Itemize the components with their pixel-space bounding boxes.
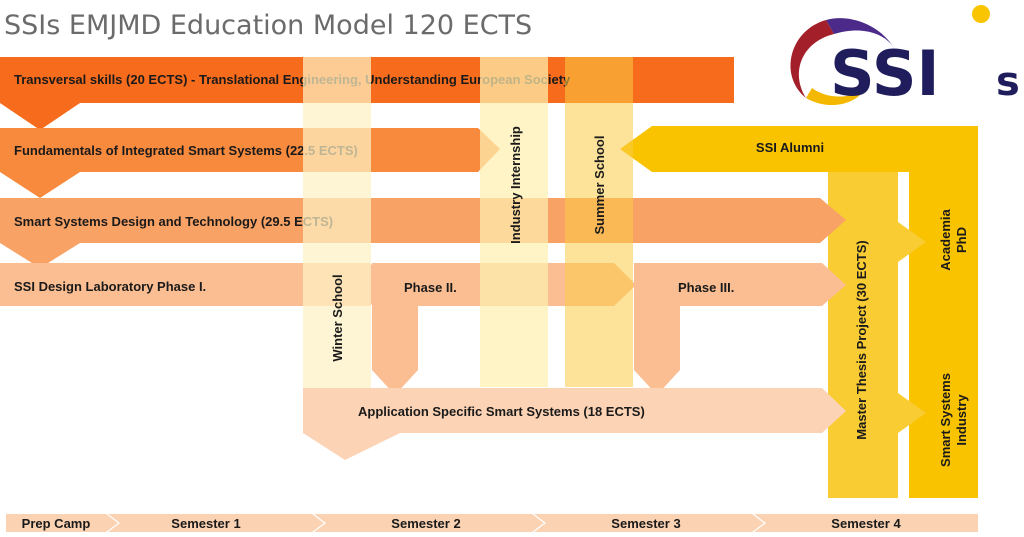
timeline: Prep Camp Semester 1 Semester 2 Semester…	[6, 514, 978, 532]
logo-dot	[972, 5, 990, 23]
lab-phase1-label: SSI Design Laboratory Phase I.	[14, 279, 206, 294]
timeline-semester-3	[534, 514, 764, 532]
timeline-label-semester-2: Semester 2	[391, 516, 460, 531]
academia-label: Academia	[938, 209, 953, 271]
winter-school-label: Winter School	[330, 274, 345, 361]
winter-school-column	[303, 57, 371, 388]
timeline-semester-1	[108, 514, 324, 532]
page-title: SSIs EMJMD Education Model 120 ECTS	[4, 10, 532, 41]
lab-phase3-label: Phase III.	[678, 280, 734, 295]
design-technology-bar	[0, 198, 846, 268]
fundamentals-bar	[0, 128, 500, 198]
summer-school-column	[565, 57, 633, 387]
logo-swoosh-yellow	[806, 84, 868, 106]
application-bar	[303, 388, 846, 460]
ssis-logo: SSI s	[790, 5, 1020, 110]
master-thesis-label: Master Thesis Project (30 ECTS)	[854, 240, 869, 439]
transversal-skills-label: Transversal skills (20 ECTS) - Translati…	[14, 72, 571, 87]
timeline-semester-4	[754, 514, 978, 532]
logo-text-suffix: s	[996, 59, 1020, 105]
timeline-label-semester-1: Semester 1	[171, 516, 240, 531]
logo-swoosh-purple	[826, 18, 894, 48]
lab-phase3-bar	[634, 263, 846, 395]
timeline-semester-2	[314, 514, 544, 532]
application-label: Application Specific Smart Systems (18 E…	[358, 404, 645, 419]
master-thesis-column	[828, 172, 898, 498]
lab-phase1-bar	[0, 263, 392, 306]
industry-label: Industry	[954, 394, 969, 446]
alumni-label: SSI Alumni	[756, 140, 824, 155]
smart-systems-label: Smart Systems	[938, 373, 953, 467]
industry-internship-column	[480, 57, 548, 387]
summer-school-label: Summer School	[592, 136, 607, 235]
design-technology-label: Smart Systems Design and Technology (29.…	[14, 214, 333, 229]
thesis-arrow-academia	[898, 222, 926, 262]
fundamentals-label: Fundamentals of Integrated Smart Systems…	[14, 143, 358, 158]
logo-swoosh-red	[790, 20, 834, 98]
thesis-arrow-industry	[898, 393, 926, 433]
industry-internship-label: Industry Internship	[508, 126, 523, 244]
timeline-label-prep-camp: Prep Camp	[22, 516, 91, 531]
logo-text: SSI	[830, 37, 940, 110]
timeline-label-semester-4: Semester 4	[831, 516, 901, 531]
timeline-label-semester-3: Semester 3	[611, 516, 680, 531]
phd-label: PhD	[954, 227, 969, 253]
lab-phase2-label: Phase II.	[404, 280, 457, 295]
alumni-column	[620, 126, 978, 498]
timeline-prep-camp	[6, 514, 118, 532]
